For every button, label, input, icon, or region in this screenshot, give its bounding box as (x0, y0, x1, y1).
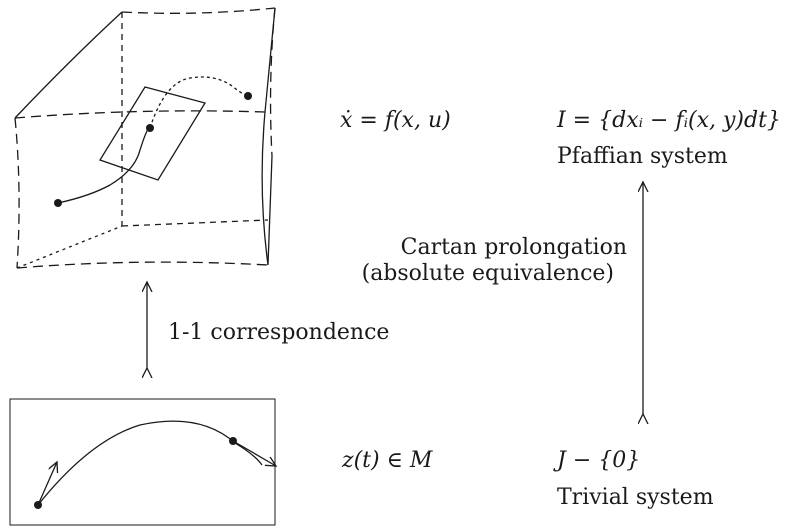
trivial-system-label: Trivial system (557, 485, 714, 510)
curve-start-point (54, 199, 62, 207)
box-front-bottom-edge (16, 261, 269, 269)
correspondence-label: 1-1 correspondence (168, 320, 389, 345)
box-bottom-left-connector (16, 225, 123, 269)
box-bottom-right-connector (267, 155, 273, 266)
box-top-left-connector (14, 11, 123, 119)
end-tangent-arrow (232, 440, 276, 466)
box-front-left-edge (14, 117, 20, 269)
curve-end-point (244, 92, 252, 100)
manifold-frame (9, 398, 276, 526)
curve-in-manifold-equation: z(t) ∈ M (341, 448, 433, 473)
cartan-prolongation-label: Cartan prolongation (401, 235, 627, 260)
box-front-top-edge (14, 110, 266, 119)
curve-points (54, 92, 252, 207)
box-back-bottom-edge (121, 219, 269, 227)
ode-equation: ẋ = f(x, u) (340, 108, 451, 133)
state-space-box (14, 7, 276, 269)
pfaffian-system-label: Pfaffian system (557, 144, 728, 169)
integral-curve (57, 127, 151, 204)
box-front-right-edge (261, 111, 269, 266)
integral-curve-hidden (149, 76, 249, 129)
manifold-start-point (34, 501, 42, 509)
tangent-plane (99, 86, 207, 181)
manifold-curve (37, 420, 263, 506)
manifold-box (9, 398, 276, 526)
manifold-end-point (229, 437, 237, 445)
pfaffian-ideal-equation: I = {dxᵢ − fᵢ(x, y)dt} (556, 108, 781, 133)
curve-tangent-point (146, 124, 154, 132)
trivial-ideal-equation: J − {0} (553, 448, 640, 473)
absolute-equivalence-label: (absolute equivalence) (362, 261, 614, 286)
box-top-right-connector (264, 7, 276, 113)
box-back-top-edge (121, 7, 276, 14)
start-tangent-arrow (37, 462, 57, 506)
